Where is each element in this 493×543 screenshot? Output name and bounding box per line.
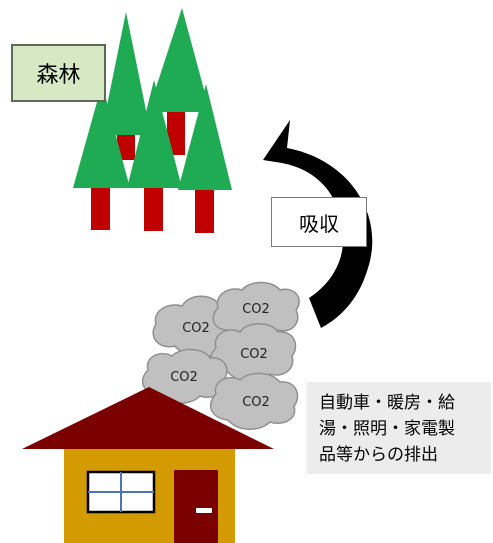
co2-label: CO2 xyxy=(182,321,210,336)
co2-cloud: CO2 xyxy=(141,348,228,404)
forest-label: 森林 xyxy=(11,44,106,102)
forest-trees xyxy=(73,8,232,233)
house-roof xyxy=(22,387,274,449)
emission-sources-line: 品等からの排出 xyxy=(319,445,438,465)
emission-sources-line: 湯・照明・家電製 xyxy=(319,419,455,439)
co2-clouds: CO2 CO2 CO2 CO2 CO2 xyxy=(141,281,300,430)
emission-sources-label: 自動車・暖房・給 湯・照明・家電製 品等からの排出 xyxy=(307,382,491,474)
forest-label-text: 森林 xyxy=(36,63,81,88)
co2-cloud: CO2 xyxy=(212,281,300,339)
tree-back-right xyxy=(148,8,210,155)
tree-front-left xyxy=(73,84,130,230)
absorb-label: 吸収 xyxy=(271,197,367,247)
co2-label: CO2 xyxy=(242,302,270,317)
tree-front-middle xyxy=(127,80,182,231)
co2-label: CO2 xyxy=(240,347,268,362)
emission-sources-line: 自動車・暖房・給 xyxy=(319,393,455,413)
co2-label: CO2 xyxy=(242,395,270,410)
absorb-arrow-icon xyxy=(263,120,373,328)
door-icon xyxy=(174,470,218,543)
window-icon xyxy=(86,470,156,514)
co2-cloud: CO2 xyxy=(209,372,299,430)
absorb-label-text: 吸収 xyxy=(299,211,339,236)
tree-front-right xyxy=(178,84,232,233)
co2-cloud: CO2 xyxy=(209,323,297,382)
co2-label: CO2 xyxy=(170,370,198,385)
tree-back-left xyxy=(101,12,151,160)
house xyxy=(22,387,274,543)
